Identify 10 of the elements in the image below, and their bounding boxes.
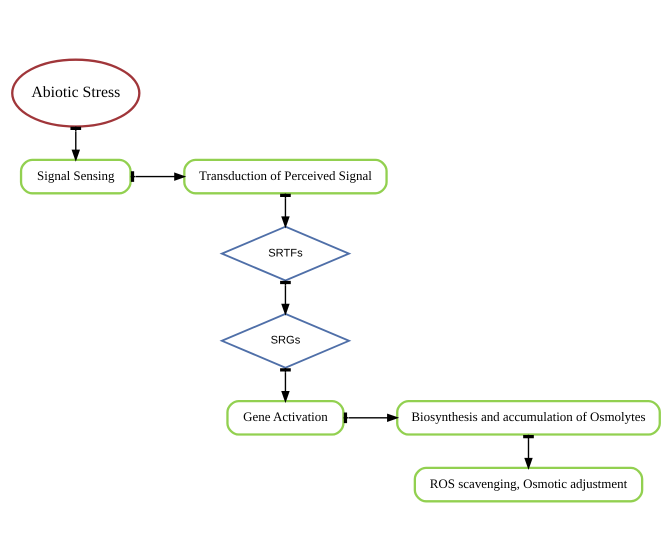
node-ellipse: Abiotic Stress [11, 58, 140, 128]
arrow [280, 192, 291, 228]
node-diamond: SRGs [220, 312, 352, 368]
node-box: Biosynthesis and accumulation of Osmolytes [396, 399, 661, 436]
node-box: Signal Sensing [20, 158, 132, 194]
arrow [280, 368, 291, 403]
node-box: ROS scavenging, Osmotic adjustment [414, 466, 644, 502]
node-diamond: SRTFs [220, 225, 352, 281]
node-box: Transduction of Perceived Signal [183, 158, 388, 194]
node-box: Gene Activation [226, 399, 345, 436]
